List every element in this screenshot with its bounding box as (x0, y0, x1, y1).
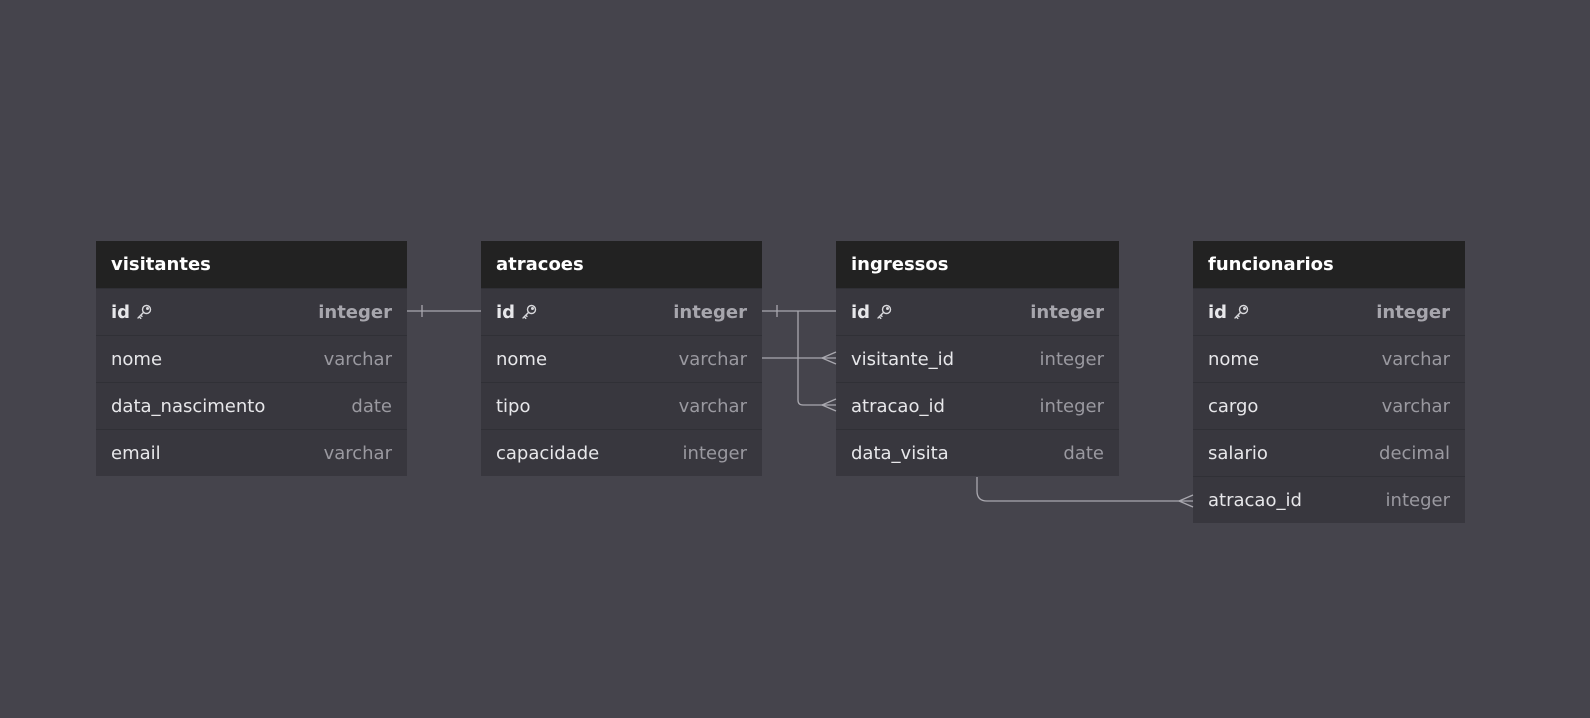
column-name: capacidade (496, 442, 600, 464)
table-row[interactable]: visitante_id integer (836, 335, 1119, 382)
crowfoot-marker (820, 398, 837, 412)
column-type: integer (1030, 301, 1104, 323)
table-header[interactable]: visitantes (96, 241, 407, 288)
key-icon (135, 303, 153, 321)
column-type: date (1063, 442, 1104, 464)
column-type: decimal (1379, 442, 1450, 464)
column-name: nome (1208, 348, 1260, 370)
column-type: varchar (323, 442, 392, 464)
column-type: integer (1039, 395, 1104, 417)
column-type: varchar (323, 348, 392, 370)
column-type: integer (1385, 489, 1450, 511)
table-row[interactable]: id integer (1193, 288, 1465, 335)
column-type: integer (682, 442, 747, 464)
table-row[interactable]: nome varchar (481, 335, 762, 382)
table-header[interactable]: funcionarios (1193, 241, 1465, 288)
table-funcionarios[interactable]: funcionarios id integer nome varchar car… (1193, 241, 1465, 523)
crowfoot-marker (1177, 494, 1194, 508)
table-row[interactable]: cargo varchar (1193, 382, 1465, 429)
key-icon (520, 303, 538, 321)
table-row[interactable]: id integer (481, 288, 762, 335)
column-name: email (111, 442, 161, 464)
relationship-edge (797, 311, 836, 406)
crowfoot-marker (820, 351, 837, 365)
table-row[interactable]: id integer (836, 288, 1119, 335)
table-header[interactable]: ingressos (836, 241, 1119, 288)
column-type: integer (1376, 301, 1450, 323)
table-row[interactable]: tipo varchar (481, 382, 762, 429)
column-name: data_nascimento (111, 395, 266, 417)
table-atracoes[interactable]: atracoes id integer nome varchar tipo va… (481, 241, 762, 476)
column-name: nome (496, 348, 548, 370)
table-row[interactable]: capacidade integer (481, 429, 762, 476)
column-type: varchar (678, 348, 747, 370)
column-name: salario (1208, 442, 1268, 464)
table-row[interactable]: nome varchar (96, 335, 407, 382)
column-type: integer (318, 301, 392, 323)
column-type: date (351, 395, 392, 417)
table-row[interactable]: data_visita date (836, 429, 1119, 476)
key-icon (875, 303, 893, 321)
column-name: data_visita (851, 442, 949, 464)
table-visitantes[interactable]: visitantes id integer nome varchar data_… (96, 241, 407, 476)
column-name: cargo (1208, 395, 1259, 417)
column-name: id (1208, 301, 1228, 323)
table-row[interactable]: id integer (96, 288, 407, 335)
column-type: varchar (1381, 348, 1450, 370)
column-name: id (111, 301, 131, 323)
table-row[interactable]: nome varchar (1193, 335, 1465, 382)
column-name: atracao_id (851, 395, 945, 417)
table-header[interactable]: atracoes (481, 241, 762, 288)
column-type: varchar (1381, 395, 1450, 417)
column-name: atracao_id (1208, 489, 1302, 511)
column-type: varchar (678, 395, 747, 417)
column-name: id (496, 301, 516, 323)
key-icon (1232, 303, 1250, 321)
column-type: integer (1039, 348, 1104, 370)
relationship-edge (976, 477, 1193, 502)
table-row[interactable]: email varchar (96, 429, 407, 476)
column-name: id (851, 301, 871, 323)
table-row[interactable]: atracao_id integer (1193, 476, 1465, 523)
table-ingressos[interactable]: ingressos id integer visitante_id intege… (836, 241, 1119, 476)
table-row[interactable]: atracao_id integer (836, 382, 1119, 429)
column-name: nome (111, 348, 163, 370)
column-type: integer (673, 301, 747, 323)
table-row[interactable]: data_nascimento date (96, 382, 407, 429)
column-name: visitante_id (851, 348, 955, 370)
table-row[interactable]: salario decimal (1193, 429, 1465, 476)
column-name: tipo (496, 395, 531, 417)
